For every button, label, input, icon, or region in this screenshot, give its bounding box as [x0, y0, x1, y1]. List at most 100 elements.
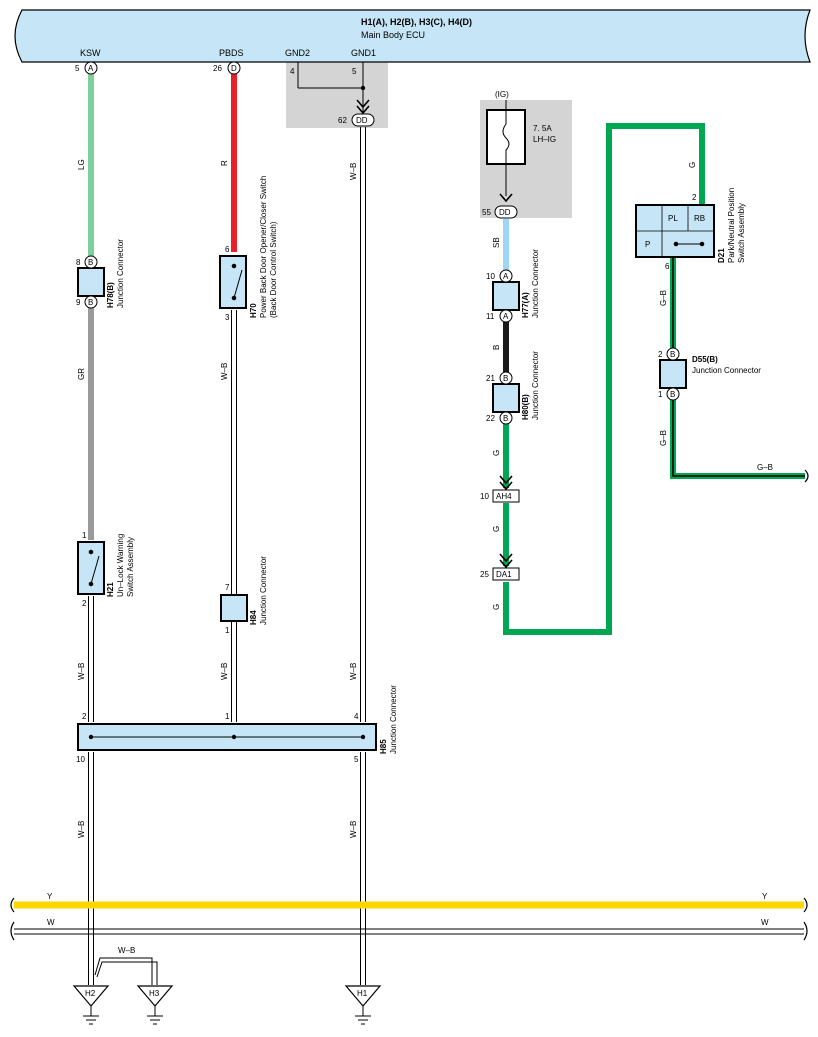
fuse-symbol	[502, 110, 510, 164]
h21-pin-top: 1	[82, 531, 87, 540]
pin-num-4: 4	[290, 67, 295, 76]
bus-white	[14, 928, 804, 935]
gnd-chevron	[356, 99, 370, 115]
label-g-3: G	[492, 604, 501, 610]
h78-conn-bot: B	[88, 298, 93, 307]
d55-desc: Junction Connector	[692, 366, 761, 375]
h78-connector	[77, 267, 105, 297]
label-gr: GR	[77, 368, 86, 380]
pin-conn-d: D	[231, 64, 237, 73]
h77-conn-top: A	[503, 272, 509, 281]
pin-conn-a: A	[88, 64, 94, 73]
fuse-name: LH–IG	[533, 135, 556, 144]
h85-pin-5: 5	[354, 755, 359, 764]
ground-h1-label: H1	[357, 989, 368, 998]
dd-label: DD	[356, 116, 368, 125]
h70-switch-symbol	[231, 263, 243, 301]
h77-pin-bot: 11	[486, 312, 495, 321]
fuse-chevron	[499, 193, 513, 203]
pin-name-ksw: KSW	[80, 48, 101, 58]
h21-pin-bot: 2	[82, 599, 87, 608]
d21-pl: PL	[668, 214, 678, 223]
label-g-2: G	[492, 526, 501, 532]
wire-green-loop	[503, 123, 705, 635]
h70-desc2: (Back Door Control Switch)	[269, 221, 278, 318]
pin-num-5: 5	[352, 67, 357, 76]
label-gb-1: G–B	[659, 290, 668, 306]
h21-switch-symbol	[88, 549, 100, 587]
label-b: B	[492, 345, 501, 350]
h85-pin-4: 4	[354, 712, 359, 721]
h77-code: H77(A)	[521, 292, 530, 318]
h78-pin-bot: 9	[76, 298, 81, 307]
label-y-right: Y	[762, 892, 768, 901]
ground-h2-label: H2	[85, 989, 96, 998]
da1-connector	[492, 567, 520, 581]
label-g-1: G	[492, 450, 501, 456]
d55-connector	[659, 359, 687, 389]
h70-pin-bot: 3	[225, 313, 230, 322]
pin-name-gnd2: GND2	[285, 48, 310, 58]
da1-chevron	[499, 553, 513, 569]
label-wb-3a: W–B	[349, 163, 358, 180]
d21-contacts	[673, 241, 705, 247]
h77-desc: Junction Connector	[531, 249, 540, 318]
fuse-out-connector	[494, 205, 518, 219]
pin-circles	[84, 61, 241, 75]
h84-code: H84	[249, 610, 258, 625]
h80-connector	[492, 383, 520, 413]
ground-h3	[136, 985, 174, 1025]
h70-desc1: Power Back Door Opener/Closer Switch	[259, 176, 268, 318]
h77-connector	[492, 281, 520, 311]
ah4-num: 10	[480, 492, 489, 501]
h84-desc: Junction Connector	[259, 556, 268, 625]
label-wb-1b: W–B	[77, 821, 86, 838]
dd-connector	[351, 113, 375, 127]
ecu-subtitle: Main Body ECU	[361, 30, 425, 40]
d21-rb: RB	[694, 214, 705, 223]
label-wb-2b: W–B	[220, 663, 229, 680]
d55-code: D55(B)	[692, 355, 718, 364]
h80-pin-bot: 22	[486, 414, 495, 423]
wire-wb-h3-branch	[94, 957, 158, 985]
fuse-rating: 7. 5A	[533, 124, 552, 133]
da1-label: DA1	[496, 570, 512, 579]
d21-pin-bot: 6	[665, 262, 670, 271]
fuse-out-num: 55	[482, 208, 491, 217]
main-body-ecu-block	[14, 9, 811, 63]
d21-desc1: Park/Neutral Position	[727, 188, 736, 263]
label-lg: LG	[77, 159, 86, 170]
ah4-chevron	[499, 475, 513, 491]
h85-code: H85	[379, 739, 388, 754]
label-sb: SB	[492, 237, 501, 248]
ecu-title: H1(A), H2(B), H3(C), H4(D)	[361, 17, 472, 27]
label-y-left: Y	[47, 892, 53, 901]
h80-pin-top: 21	[486, 374, 495, 383]
label-wb-h3: W–B	[118, 946, 135, 955]
wire-wb-col1	[88, 596, 94, 985]
h77-conn-bot: A	[503, 312, 509, 321]
h84-connector	[220, 594, 248, 622]
label-wb-1a: W–B	[77, 663, 86, 680]
d21-pin-top: 2	[692, 193, 697, 202]
h21-desc1: Un–Lock Warning	[116, 534, 125, 597]
wire-wb-col2	[231, 310, 237, 722]
label-gb-3: G–B	[757, 463, 773, 472]
dd-num: 62	[338, 116, 347, 125]
d21-code: D21	[717, 248, 726, 263]
label-g-4: G	[688, 162, 697, 168]
gnd-splice-dot	[360, 85, 366, 91]
pin-num-5a: 5	[75, 64, 80, 73]
d55-conn-bot: B	[670, 390, 675, 399]
h78-desc: Junction Connector	[116, 239, 125, 308]
h80-code: H80(B)	[521, 394, 530, 420]
h21-desc2: Switch Assembly	[126, 537, 135, 597]
label-wb-2a: W–B	[220, 363, 229, 380]
h84-pin-bot: 1	[225, 626, 230, 635]
d55-pin-bot: 1	[658, 390, 663, 399]
pin-name-gnd1: GND1	[351, 48, 376, 58]
label-wb-3c: W–B	[349, 821, 358, 838]
h85-pin-1: 1	[225, 712, 230, 721]
label-gb-2: G–B	[659, 430, 668, 446]
h78-code: H78(B)	[106, 282, 115, 308]
